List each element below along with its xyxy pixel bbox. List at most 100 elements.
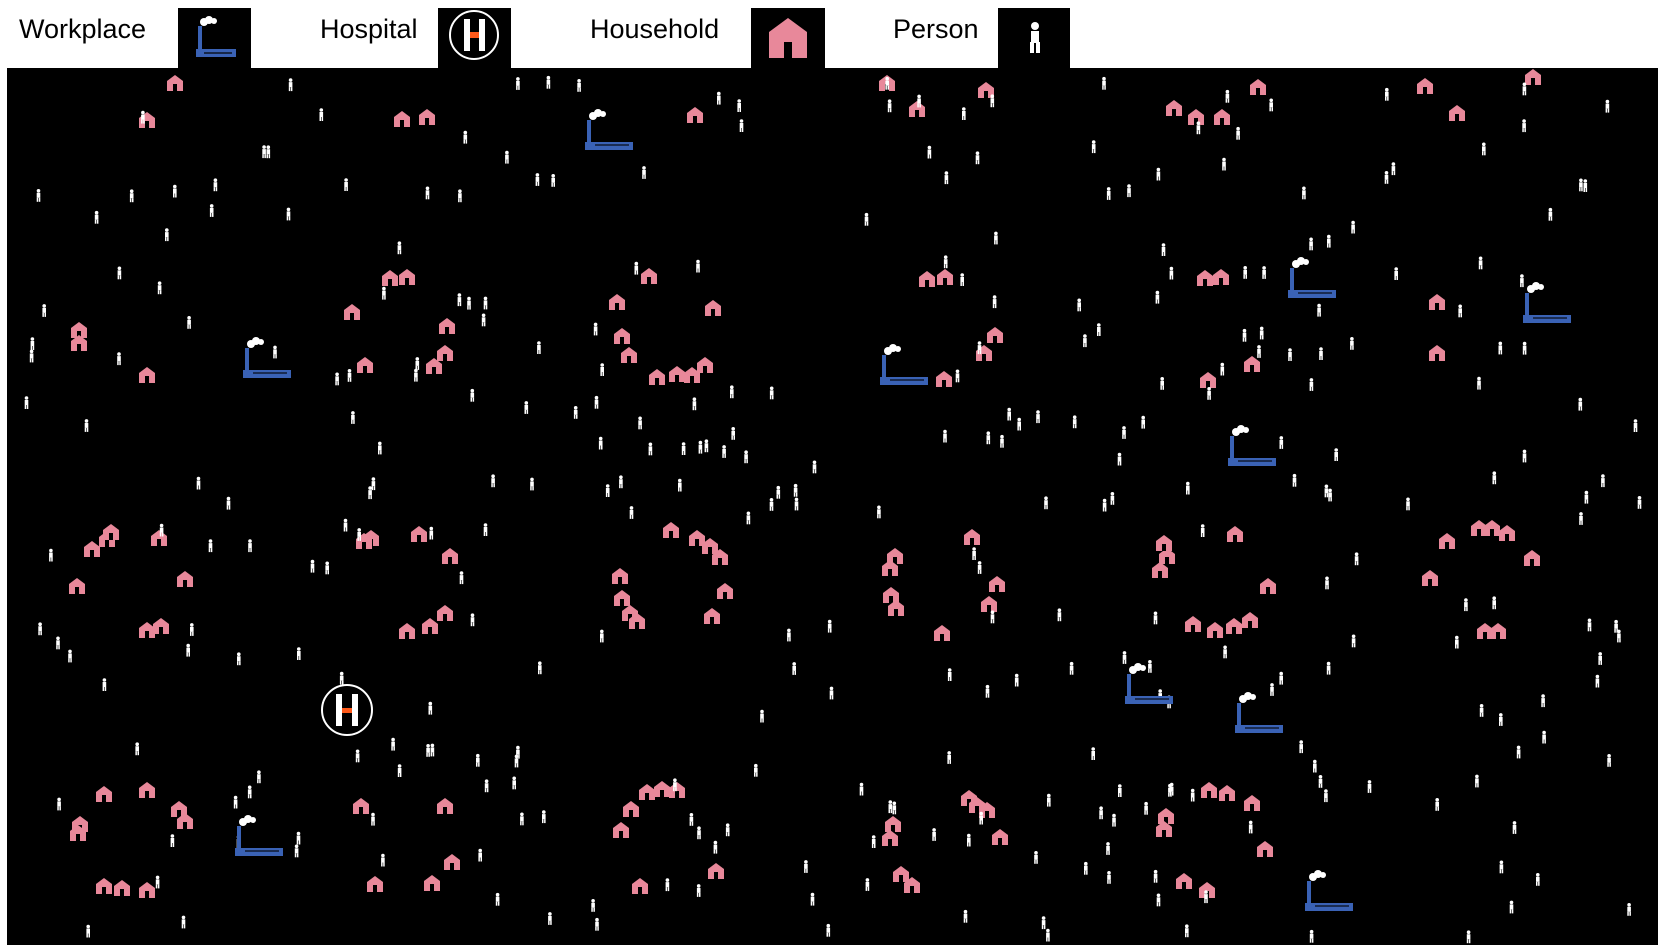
person-icon xyxy=(1309,238,1313,251)
person-icon xyxy=(1579,512,1583,525)
hospital-h-icon xyxy=(322,685,372,735)
household-house-icon xyxy=(382,270,398,286)
person-icon xyxy=(496,893,500,906)
person-icon xyxy=(42,304,46,317)
household-house-icon xyxy=(439,318,455,334)
person-icon xyxy=(987,431,991,444)
person-icon xyxy=(866,878,870,891)
person-icon xyxy=(1634,419,1638,432)
household-house-icon xyxy=(424,875,440,891)
person-icon xyxy=(714,841,718,854)
household-house-icon xyxy=(1166,100,1182,116)
person-icon xyxy=(227,497,231,510)
person-icon xyxy=(993,295,997,308)
person-icon xyxy=(1097,323,1101,336)
person-icon xyxy=(1638,496,1642,509)
workplace-factory-icon xyxy=(1228,425,1276,466)
person-icon xyxy=(538,661,542,674)
household-house-icon xyxy=(84,541,100,557)
household-house-icon xyxy=(103,524,119,540)
person-icon xyxy=(1480,704,1484,717)
person-icon xyxy=(731,427,735,440)
person-icon xyxy=(619,475,623,488)
person-icon xyxy=(1058,608,1062,621)
person-icon xyxy=(1319,347,1323,360)
person-icon xyxy=(429,702,433,715)
person-icon xyxy=(1201,524,1205,537)
person-icon xyxy=(118,267,122,280)
person-icon xyxy=(1070,662,1074,675)
person-icon xyxy=(690,813,694,826)
person-icon xyxy=(1588,619,1592,632)
person-icon xyxy=(1262,266,1266,279)
household-house-icon xyxy=(708,863,724,879)
household-house-icon xyxy=(981,596,997,612)
person-icon xyxy=(1310,378,1314,391)
person-icon xyxy=(1607,754,1611,767)
person-icon xyxy=(1148,660,1152,673)
workplace-factory-icon xyxy=(1288,257,1336,298)
person-icon xyxy=(485,779,489,792)
person-icon xyxy=(237,652,241,665)
household-house-icon xyxy=(353,798,369,814)
person-icon xyxy=(1044,496,1048,509)
person-icon xyxy=(25,396,29,409)
simulation-map xyxy=(7,68,1658,945)
person-icon xyxy=(595,918,599,931)
household-house-icon xyxy=(1439,533,1455,549)
person-icon xyxy=(38,622,42,635)
person-icon xyxy=(1107,871,1111,884)
person-icon xyxy=(1328,489,1332,502)
person-icon xyxy=(830,687,834,700)
person-icon xyxy=(371,813,375,826)
person-icon xyxy=(635,262,639,275)
person-icon xyxy=(872,835,876,848)
person-icon xyxy=(638,417,642,430)
person-icon xyxy=(960,273,964,286)
person-icon xyxy=(289,78,293,91)
household-house-icon xyxy=(937,269,953,285)
person-icon xyxy=(491,474,495,487)
person-icon xyxy=(171,834,175,847)
person-icon xyxy=(1160,377,1164,390)
person-icon xyxy=(31,337,35,350)
person-icon xyxy=(1614,620,1618,633)
person-icon xyxy=(697,884,701,897)
person-icon xyxy=(1319,775,1323,788)
person-icon xyxy=(693,397,697,410)
workplace-factory-icon xyxy=(1305,870,1353,911)
person-icon xyxy=(56,637,60,650)
person-icon xyxy=(295,845,299,858)
person-icon xyxy=(86,925,90,938)
person-icon xyxy=(1313,760,1317,773)
person-icon xyxy=(777,486,781,499)
person-icon xyxy=(378,442,382,455)
person-icon xyxy=(600,630,604,643)
person-icon xyxy=(1499,342,1503,355)
person-icon xyxy=(515,755,519,768)
person-icon xyxy=(536,173,540,186)
person-icon xyxy=(1000,435,1004,448)
person-icon xyxy=(505,151,509,164)
person-icon xyxy=(520,813,524,826)
person-icon xyxy=(705,439,709,452)
person-icon xyxy=(1099,806,1103,819)
household-house-icon xyxy=(669,782,685,798)
person-icon xyxy=(297,647,301,660)
person-icon xyxy=(1197,121,1201,134)
person-icon xyxy=(464,131,468,144)
person-icon xyxy=(1091,747,1095,760)
household-house-icon xyxy=(936,371,952,387)
person-icon xyxy=(978,561,982,574)
person-icon xyxy=(1334,448,1338,461)
person-icon xyxy=(770,387,774,400)
person-icon xyxy=(1606,100,1610,113)
person-icon xyxy=(372,477,376,490)
person-icon xyxy=(214,178,218,191)
person-icon xyxy=(1226,90,1230,103)
person-icon xyxy=(1156,291,1160,304)
household-house-icon xyxy=(1250,79,1266,95)
person-icon xyxy=(726,823,730,836)
person-icon xyxy=(1260,327,1264,340)
person-icon xyxy=(1522,119,1526,132)
